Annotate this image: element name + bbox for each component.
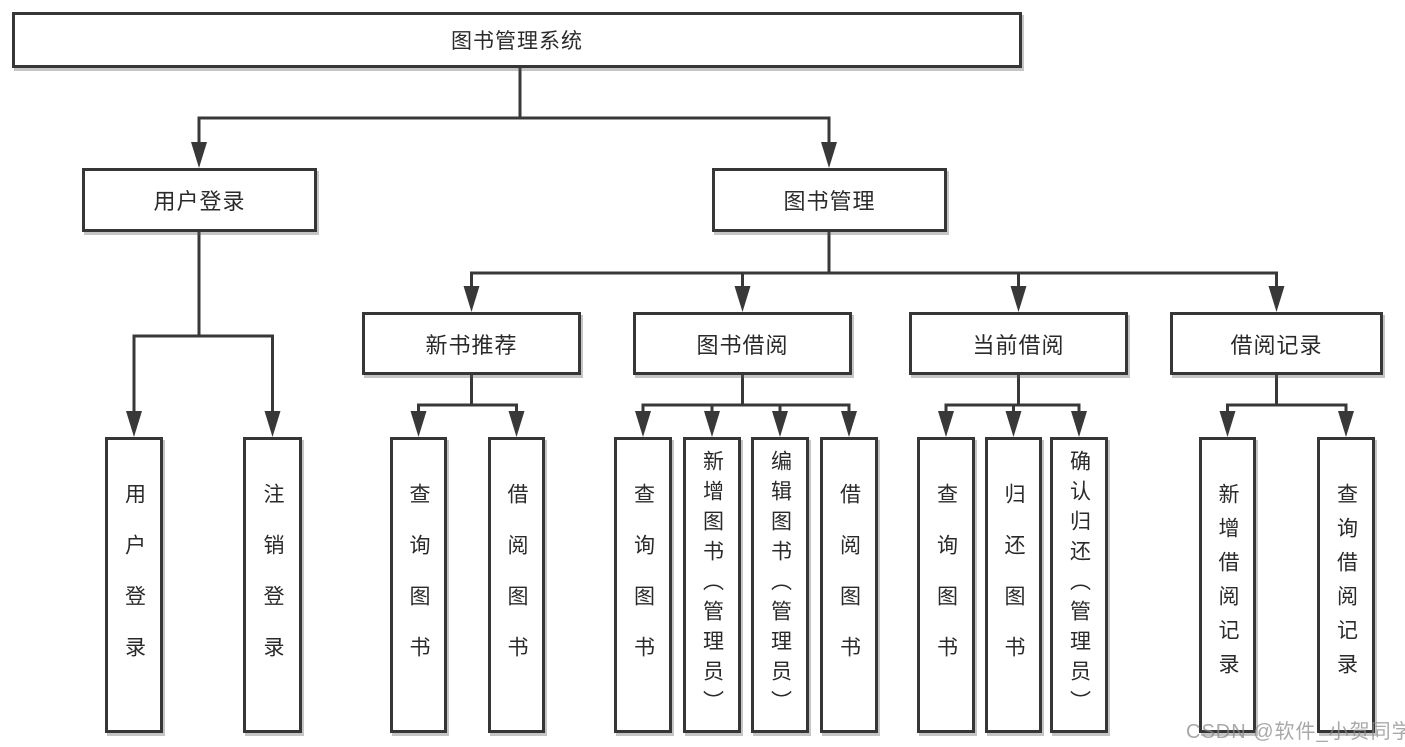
arrow-down-icon: [508, 411, 525, 437]
arrow-down-icon: [1005, 411, 1022, 437]
leaf-bb-query-books-label: 查询图书: [631, 483, 655, 687]
leaf-bb-query-books: 查询图书: [614, 437, 672, 733]
arrow-down-icon: [1010, 286, 1027, 312]
leaf-cb-confirm-return-admin: 确认归还（管理员）: [1050, 437, 1108, 733]
node-book-borrowing-label: 图书借阅: [696, 332, 789, 358]
arrow-down-icon: [191, 142, 207, 168]
node-user-login: 用户登录: [82, 168, 317, 232]
leaf-nb-borrow-books: 借阅图书: [488, 437, 545, 733]
leaf-br-add-record-label: 新增借阅记录: [1216, 483, 1239, 687]
leaf-bb-borrow-books: 借阅图书: [820, 437, 878, 733]
node-current-borrowing: 当前借阅: [909, 312, 1128, 375]
node-book-borrowing: 图书借阅: [633, 312, 852, 375]
leaf-logout-label: 注销登录: [261, 483, 284, 687]
leaf-bb-add-books-admin: 新增图书（管理员）: [683, 437, 741, 733]
leaf-br-add-record: 新增借阅记录: [1199, 437, 1256, 733]
arrow-down-icon: [772, 411, 788, 437]
arrow-down-icon: [938, 411, 954, 437]
leaf-bb-borrow-books-label: 借阅图书: [837, 483, 861, 687]
arrow-down-icon: [1219, 411, 1236, 437]
watermark: CSDN @软件_小贺同学: [1186, 721, 1405, 743]
leaf-bb-edit-books-admin: 编辑图书（管理员）: [751, 437, 809, 733]
node-borrow-records: 借阅记录: [1170, 312, 1383, 375]
node-book-management: 图书管理: [712, 168, 947, 232]
leaf-logout: 注销登录: [243, 437, 302, 733]
arrow-down-icon: [126, 411, 142, 437]
leaf-bb-add-books-admin-label: 新增图书（管理员）: [700, 450, 724, 720]
arrow-down-icon: [410, 411, 427, 437]
arrow-down-icon: [734, 286, 751, 312]
node-root: 图书管理系统: [12, 12, 1022, 68]
arrow-down-icon: [704, 411, 720, 437]
node-new-book-recommend: 新书推荐: [362, 312, 581, 375]
leaf-br-query-record-label: 查询借阅记录: [1334, 483, 1358, 687]
arrow-down-icon: [1338, 411, 1354, 437]
arrow-down-icon: [1071, 411, 1087, 437]
leaf-bb-edit-books-admin-label: 编辑图书（管理员）: [768, 450, 792, 720]
leaf-user-login-label: 用户登录: [122, 483, 146, 687]
node-current-borrowing-label: 当前借阅: [972, 332, 1065, 358]
arrow-down-icon: [821, 142, 837, 168]
leaf-cb-query-books-label: 查询图书: [934, 483, 958, 687]
node-new-book-recommend-label: 新书推荐: [425, 332, 518, 358]
node-borrow-records-label: 借阅记录: [1230, 332, 1323, 358]
node-root-label: 图书管理系统: [451, 30, 583, 53]
leaf-br-query-record: 查询借阅记录: [1317, 437, 1375, 733]
node-book-management-label: 图书管理: [783, 189, 876, 214]
arrow-down-icon: [841, 411, 857, 437]
leaf-cb-return-books-label: 归还图书: [1002, 483, 1025, 687]
arrow-down-icon: [264, 411, 281, 437]
arrow-down-icon: [463, 286, 480, 312]
leaf-nb-borrow-books-label: 借阅图书: [505, 483, 528, 687]
node-user-login-label: 用户登录: [153, 189, 246, 214]
leaf-cb-confirm-return-admin-label: 确认归还（管理员）: [1067, 450, 1091, 720]
leaf-cb-query-books: 查询图书: [917, 437, 975, 733]
leaf-nb-query-books-label: 查询图书: [407, 483, 430, 687]
arrow-down-icon: [1268, 286, 1285, 312]
leaf-cb-return-books: 归还图书: [985, 437, 1042, 733]
leaf-user-login: 用户登录: [105, 437, 163, 733]
arrow-down-icon: [635, 411, 651, 437]
leaf-nb-query-books: 查询图书: [390, 437, 447, 733]
